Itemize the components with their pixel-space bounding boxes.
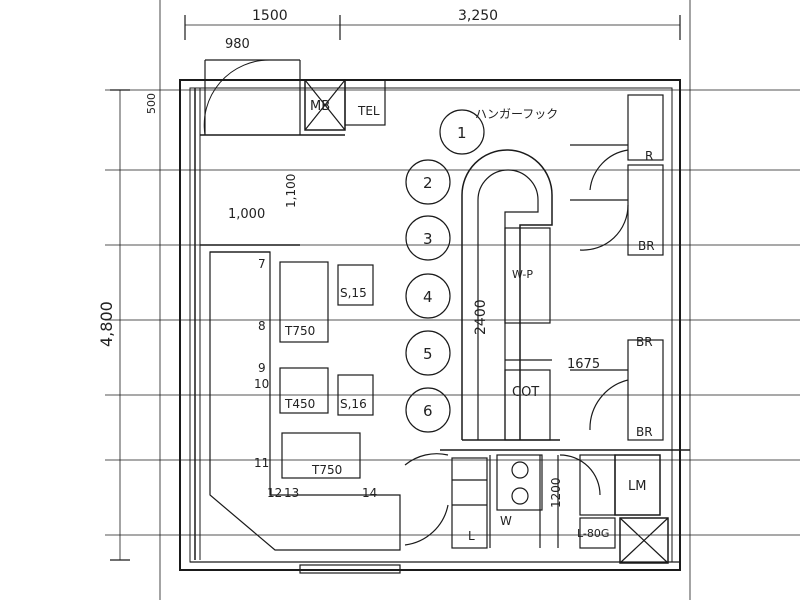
dim-1500: 1500 — [252, 8, 288, 24]
label-hanger: ハンガーフック — [475, 107, 558, 121]
label-wp: W-P — [512, 268, 533, 281]
seat-8: 8 — [258, 319, 266, 333]
seat-14: 14 — [362, 486, 377, 500]
dim-3250: 3,250 — [458, 8, 498, 24]
seat-7: 7 — [258, 257, 266, 271]
stool-2: 2 — [423, 174, 433, 192]
seat-13: 13 — [284, 486, 299, 500]
table-t450: T450 — [284, 397, 315, 411]
dim-2400: 2400 — [473, 299, 489, 335]
label-cot: COT — [512, 385, 539, 400]
stool-1: 1 — [457, 124, 467, 142]
table-s15: S,15 — [340, 286, 367, 300]
seat-12: 12 — [267, 486, 282, 500]
label-mb: MB — [310, 99, 330, 114]
equip-br-3: BR — [636, 425, 653, 439]
equip-br-2: BR — [636, 335, 653, 349]
equip-br-1: BR — [638, 239, 655, 253]
table-t750-bottom: T750 — [311, 463, 342, 477]
seat-11: 11 — [254, 456, 269, 470]
dim-1100: 1,100 — [284, 174, 298, 208]
seat-10: 10 — [254, 377, 269, 391]
dim-1200: 1200 — [549, 477, 563, 508]
label-tel: TEL — [357, 104, 380, 118]
stool-4: 4 — [423, 288, 433, 306]
dim-1000: 1,000 — [228, 207, 265, 222]
label-lm: LM — [628, 479, 646, 494]
stool-5: 5 — [423, 345, 433, 363]
stool-3: 3 — [423, 230, 433, 248]
label-l80g: L-80G — [577, 527, 609, 540]
table-s16: S,16 — [340, 397, 367, 411]
seat-9: 9 — [258, 361, 266, 375]
label-l: L — [468, 529, 475, 543]
equip-r: R — [645, 149, 653, 163]
dim-980: 980 — [225, 37, 250, 52]
dim-500: 500 — [145, 93, 158, 114]
label-w: W — [500, 514, 512, 528]
stool-6: 6 — [423, 402, 433, 420]
dim-4800: 4,800 — [97, 301, 116, 347]
table-t750-top: T750 — [284, 324, 315, 338]
dim-1675: 1675 — [567, 357, 600, 372]
